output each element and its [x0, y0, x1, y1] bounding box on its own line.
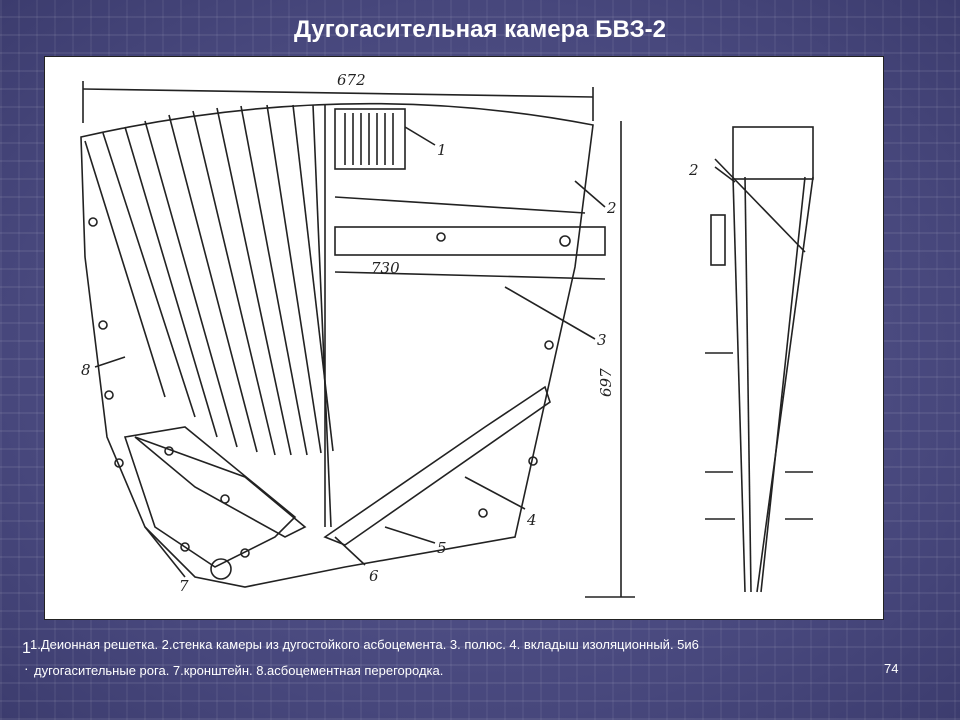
- callout-5: 5: [437, 539, 447, 557]
- bracket: [123, 426, 297, 568]
- caption-line-2: дугогасительные рога. 7.кронштейн. 8.асб…: [34, 663, 444, 678]
- callout-3: 3: [597, 331, 607, 349]
- bracket-pivot: [210, 558, 232, 580]
- callout-7: 7: [179, 577, 189, 595]
- dimension-label-top: 672: [337, 71, 366, 89]
- dimension-line-top: [82, 88, 594, 98]
- callout-2-side: 2: [688, 161, 699, 179]
- chamber-outline: [80, 102, 594, 588]
- bullet-dot: ·: [24, 660, 29, 676]
- callout-8: 8: [81, 361, 91, 379]
- callout-4: 4: [526, 511, 537, 529]
- arc-horn-left: [134, 436, 307, 538]
- arc-horn-right: [323, 385, 551, 546]
- slide-marker: 1: [22, 640, 31, 657]
- callout-2: 2: [606, 199, 617, 217]
- mounting-bolts: [88, 217, 571, 558]
- caption-line-1: 1.Деионная решетка. 2.стенка камеры из д…: [30, 637, 699, 652]
- page-number: 74: [884, 661, 899, 676]
- slide-title: Дугогасительная камера БВЗ-2: [294, 16, 666, 43]
- comb-block: [334, 108, 406, 170]
- callout-1: 1: [437, 141, 447, 159]
- wall-edge: [334, 196, 586, 214]
- technical-drawing: 672 730 697 1 2 3 4 5 6 7 8 2: [44, 56, 884, 620]
- figure-caption: 1.Деионная решетка. 2.стенка камеры из д…: [24, 632, 884, 684]
- dimension-label-middle: 730: [371, 259, 400, 277]
- callout-6: 6: [369, 567, 379, 585]
- pole-bar: [334, 226, 606, 256]
- dimension-line-middle: [334, 271, 606, 280]
- dimension-label-right: 697: [597, 368, 615, 397]
- side-view: [705, 126, 814, 593]
- deion-grid: [84, 104, 334, 528]
- drawing-svg: 672 730 697 1 2 3 4 5 6 7 8 2: [80, 71, 814, 598]
